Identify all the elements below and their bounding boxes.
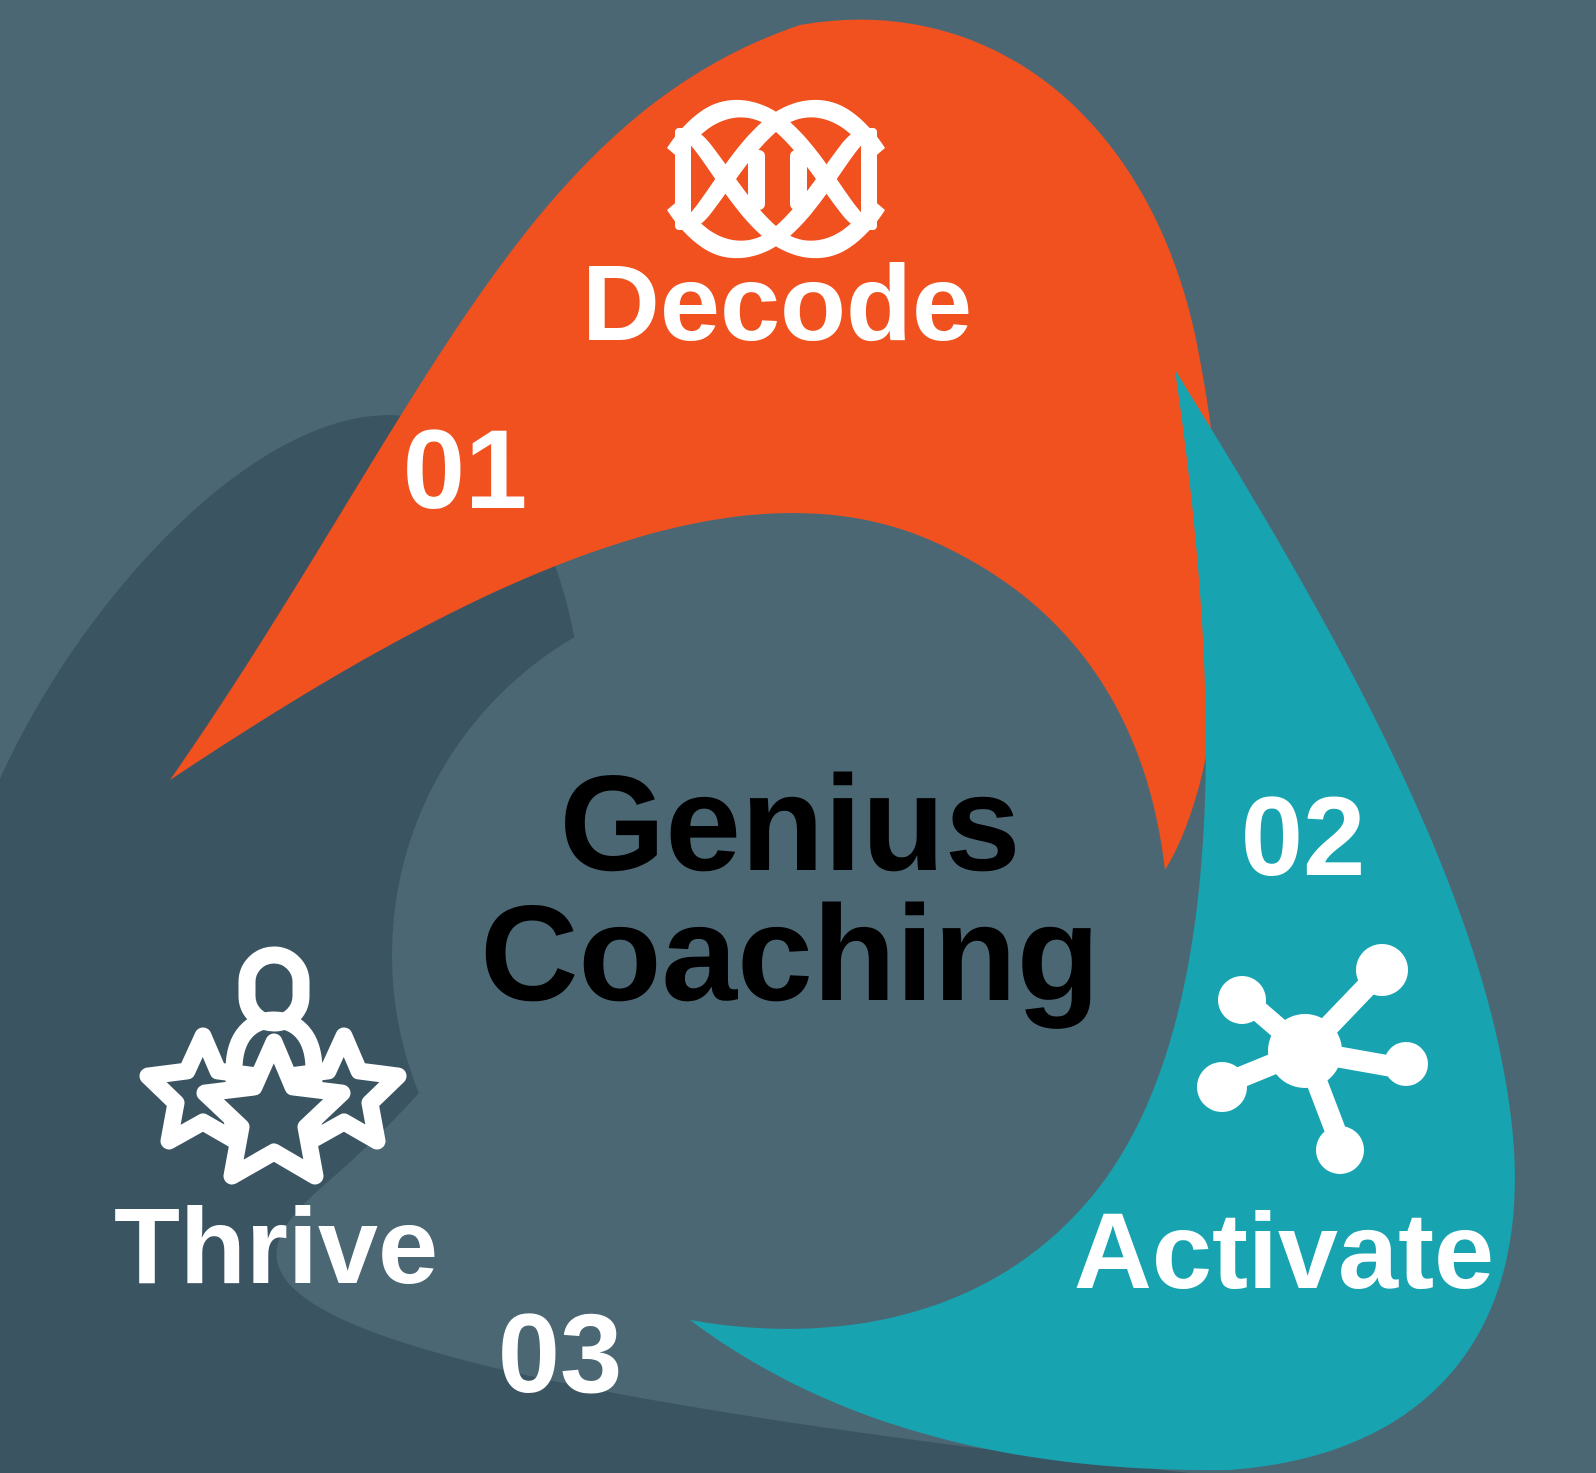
person-three-stars-icon bbox=[139, 946, 407, 1185]
dna-helix-icon bbox=[667, 99, 885, 259]
step-number-03: 03 bbox=[498, 1291, 623, 1416]
center-title-line2: Coaching bbox=[480, 877, 1100, 1029]
molecule-network-icon bbox=[1197, 944, 1428, 1174]
step-number-02: 02 bbox=[1241, 774, 1366, 899]
step-label-decode: Decode bbox=[582, 242, 972, 363]
step-label-thrive: Thrive bbox=[114, 1185, 438, 1306]
center-title-line1: Genius bbox=[560, 747, 1021, 899]
center-circle bbox=[392, 587, 1128, 1323]
step-thrive[interactable]: Thrive 03 bbox=[114, 946, 623, 1416]
step-decode[interactable]: Decode 01 bbox=[403, 99, 972, 532]
step-number-01: 01 bbox=[403, 407, 528, 532]
petal-decode[interactable] bbox=[170, 19, 1223, 870]
step-label-activate: Activate bbox=[1074, 1190, 1494, 1311]
step-activate[interactable]: 02 Activate bbox=[1074, 774, 1494, 1311]
center-title: Genius Coaching bbox=[480, 747, 1100, 1029]
petal-activate[interactable] bbox=[690, 370, 1515, 1471]
